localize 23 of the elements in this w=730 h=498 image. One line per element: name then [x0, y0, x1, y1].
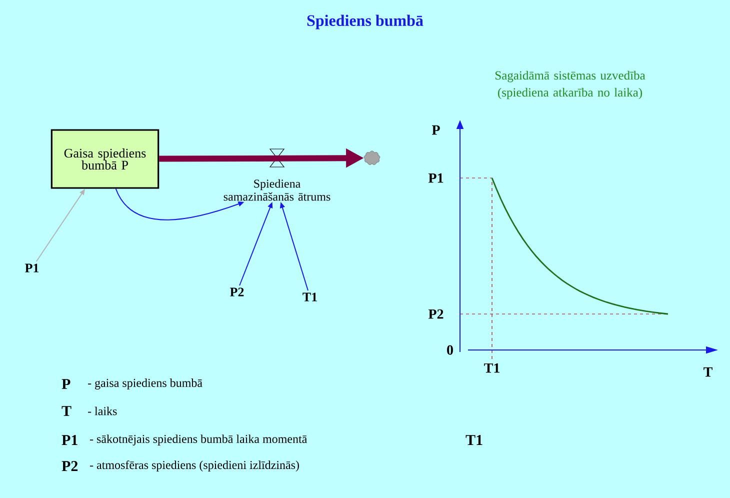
key-text: - atmosfēras spiediens (spiedieni izlīdzinās)	[90, 460, 299, 472]
key-text: - laiks	[88, 406, 117, 416]
key-text: - gaisa spiediens bumbā	[88, 378, 202, 390]
tick-label: P2	[428, 309, 444, 319]
key-text: - sākotnējais spiediens bumbā laika momentā	[90, 434, 307, 446]
variable-label: P1	[25, 264, 39, 272]
chart-title: Sagaidāmā sistēmas uzvedība (spiediena atkarība no laika)	[496, 70, 646, 100]
tick-label: P1	[428, 173, 444, 183]
tick-label: 0	[447, 345, 453, 355]
rate-label: Spiediena samazināšanās ātrums	[224, 179, 330, 201]
key-symbol: T	[62, 406, 72, 416]
tick-label: T1	[484, 363, 500, 373]
variable-label: T1	[302, 292, 317, 302]
axis-label: T	[704, 367, 712, 377]
key-symbol: P1	[62, 435, 78, 445]
key-symbol: P2	[62, 461, 78, 471]
key-symbol: T1	[466, 435, 482, 445]
axis-label: P	[432, 125, 440, 135]
stock-box: Gaisa spiediens bumbā P	[50, 129, 160, 189]
sink-cloud	[364, 150, 380, 165]
variable-label: P2	[230, 288, 244, 296]
key-symbol: P	[62, 379, 70, 389]
title: Spiediens bumbā	[307, 14, 424, 30]
